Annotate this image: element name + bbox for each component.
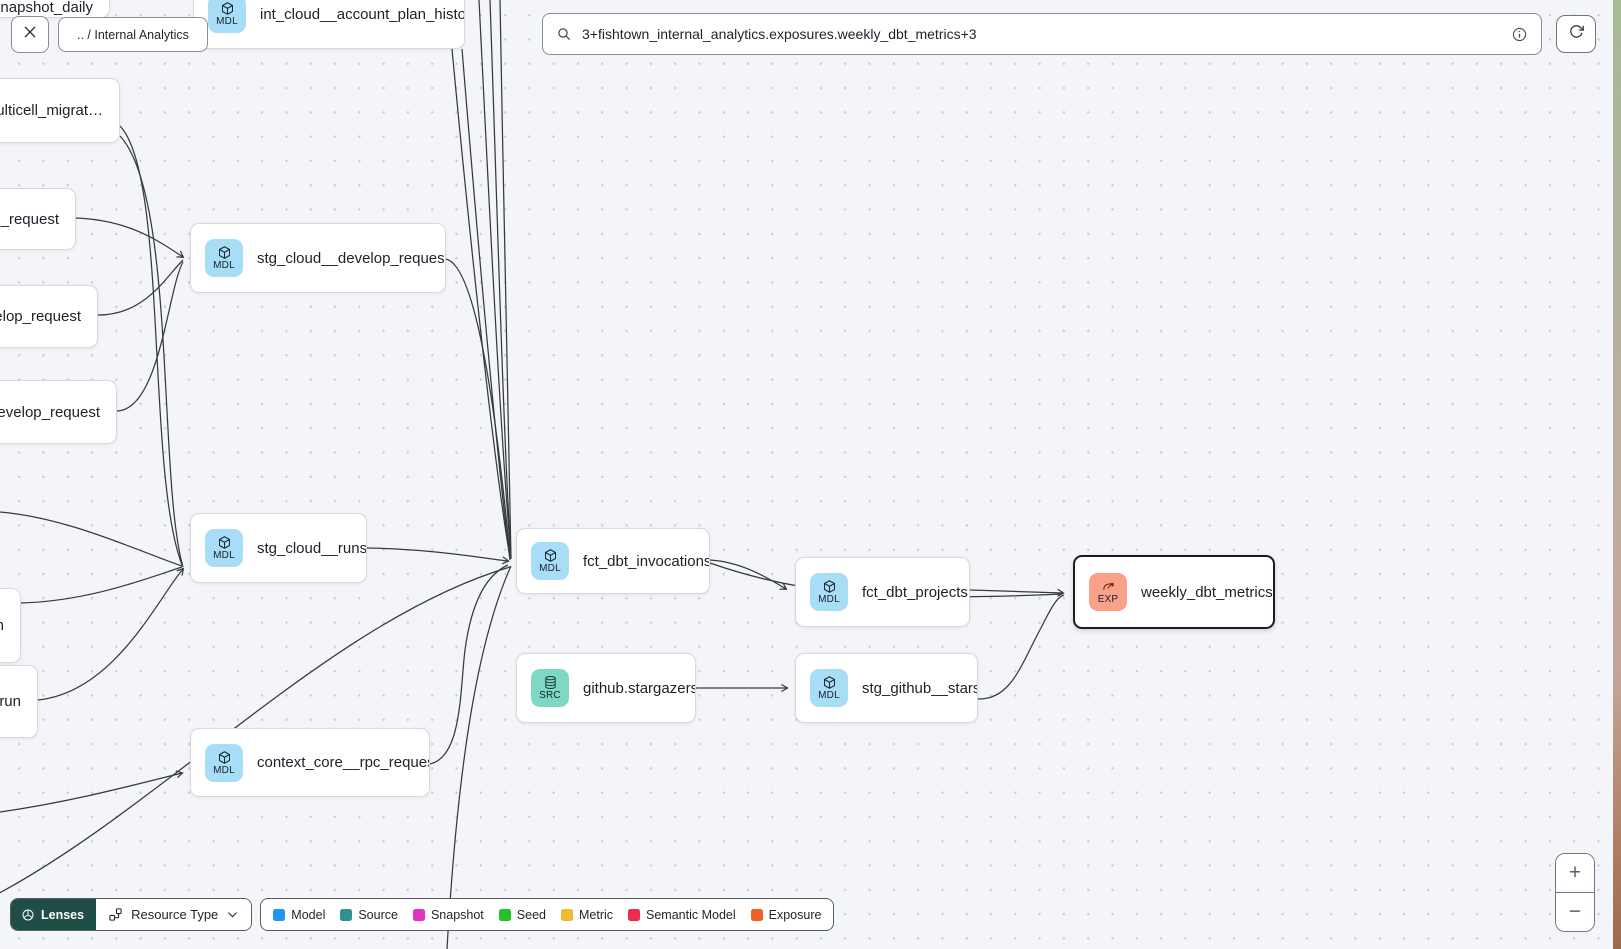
resource-type-dropdown[interactable]: Resource Type — [96, 899, 252, 930]
legend: Model Source Snapshot Seed Metric Semantic Mo… — [260, 898, 835, 931]
node-label: velop_request — [0, 308, 81, 325]
node-label: int_cloud__account_plan_history — [260, 5, 465, 23]
close-icon — [22, 24, 38, 45]
legend-swatch — [273, 908, 286, 921]
desktop-wallpaper-sliver — [1613, 0, 1621, 949]
node-label: fct_dbt_invocations — [583, 552, 710, 570]
graph-node-github-stargazers[interactable]: SRC github.stargazers — [516, 653, 696, 723]
legend-swatch — [560, 908, 573, 921]
exposure-gauge-icon: EXP — [1089, 573, 1127, 611]
graph-node-fct-dbt-invocations[interactable]: MDL fct_dbt_invocations — [516, 528, 710, 594]
lens-bar: Lenses Resource Type Model Source Snapshot… — [10, 898, 835, 931]
graph-node-int-cloud-account-plan-history[interactable]: MDL int_cloud__account_plan_history — [193, 0, 465, 49]
zoom-out-button[interactable]: − — [1556, 893, 1594, 931]
chevron-down-icon — [226, 908, 239, 921]
legend-swatch — [628, 908, 641, 921]
node-label: fct_dbt_projects — [862, 583, 968, 601]
graph-node-run-partial[interactable]: run — [0, 665, 38, 738]
node-label: p_request — [0, 210, 59, 228]
graph-node-stg-cloud-develop-requests[interactable]: MDL stg_cloud__develop_requests — [190, 223, 446, 293]
breadcrumb[interactable]: .. / Internal Analytics — [58, 17, 208, 52]
lenses-icon — [21, 908, 35, 922]
legend-swatch — [412, 908, 425, 921]
refresh-button[interactable] — [1556, 15, 1596, 53]
node-label: run — [0, 693, 21, 710]
legend-item-seed: Seed — [498, 908, 546, 922]
source-database-icon: SRC — [531, 669, 569, 707]
node-label: stg_cloud__develop_requests — [257, 249, 446, 267]
node-label: github.stargazers — [583, 679, 696, 697]
lenses-button[interactable]: Lenses — [11, 899, 97, 930]
graph-node-weekly-dbt-metrics[interactable]: EXP weekly_dbt_metrics — [1073, 555, 1275, 629]
model-cube-icon: MDL — [208, 0, 246, 33]
model-cube-icon: MDL — [205, 529, 243, 567]
node-label: develop_request — [0, 403, 100, 421]
refresh-icon — [1568, 23, 1585, 45]
resource-type-label: Resource Type — [131, 907, 219, 922]
graph-node-develop-request[interactable]: develop_request — [0, 380, 117, 444]
lenses-label: Lenses — [41, 907, 85, 922]
graph-node-velop-request[interactable]: velop_request — [0, 285, 98, 348]
search-bar — [542, 13, 1542, 55]
legend-item-source: Source — [340, 908, 398, 922]
info-icon[interactable] — [1511, 26, 1528, 43]
node-label: multicell_migrat… — [0, 102, 103, 119]
lens-group: Lenses Resource Type — [10, 898, 253, 931]
legend-item-model: Model — [273, 908, 325, 922]
graph-node-snapshot-daily[interactable]: snapshot_daily — [0, 0, 110, 18]
breadcrumb-label: .. / Internal Analytics — [77, 27, 189, 42]
model-cube-icon: MDL — [205, 743, 243, 782]
model-cube-icon: MDL — [810, 669, 848, 707]
model-cube-icon: MDL — [205, 239, 243, 277]
graph-node-multicell-migrat[interactable]: multicell_migrat… — [0, 78, 120, 143]
legend-swatch — [750, 908, 763, 921]
node-label: stg_cloud__runs — [257, 539, 367, 557]
model-cube-icon: MDL — [531, 542, 569, 580]
model-cube-icon: MDL — [810, 573, 848, 611]
legend-swatch — [340, 908, 353, 921]
zoom-in-button[interactable]: + — [1556, 854, 1594, 893]
legend-swatch — [498, 908, 511, 921]
node-label: context_core__rpc_request — [257, 754, 430, 771]
graph-node-fct-dbt-projects[interactable]: MDL fct_dbt_projects — [795, 557, 970, 627]
zoom-controls: + − — [1555, 853, 1595, 932]
legend-item-metric: Metric — [560, 908, 613, 922]
legend-item-snapshot: Snapshot — [412, 908, 484, 922]
node-label: snapshot_daily — [0, 0, 93, 16]
node-label: weekly_dbt_metrics — [1141, 583, 1273, 601]
node-label: stg_github__stars — [862, 679, 978, 697]
graph-node-context-core-rpc-request[interactable]: MDL context_core__rpc_request — [190, 728, 430, 797]
node-label: n — [0, 617, 4, 634]
close-button[interactable] — [11, 16, 49, 53]
legend-item-exposure: Exposure — [750, 908, 821, 922]
resource-type-icon — [108, 907, 123, 922]
graph-node-p-request[interactable]: p_request — [0, 188, 76, 250]
graph-node-stg-cloud-runs[interactable]: MDL stg_cloud__runs — [190, 513, 367, 583]
graph-node-n-partial[interactable]: n — [0, 588, 21, 663]
graph-node-stg-github-stars[interactable]: MDL stg_github__stars — [795, 653, 978, 723]
legend-item-semantic-model: Semantic Model — [628, 908, 736, 922]
search-icon — [556, 26, 572, 42]
search-input[interactable] — [582, 26, 1501, 42]
